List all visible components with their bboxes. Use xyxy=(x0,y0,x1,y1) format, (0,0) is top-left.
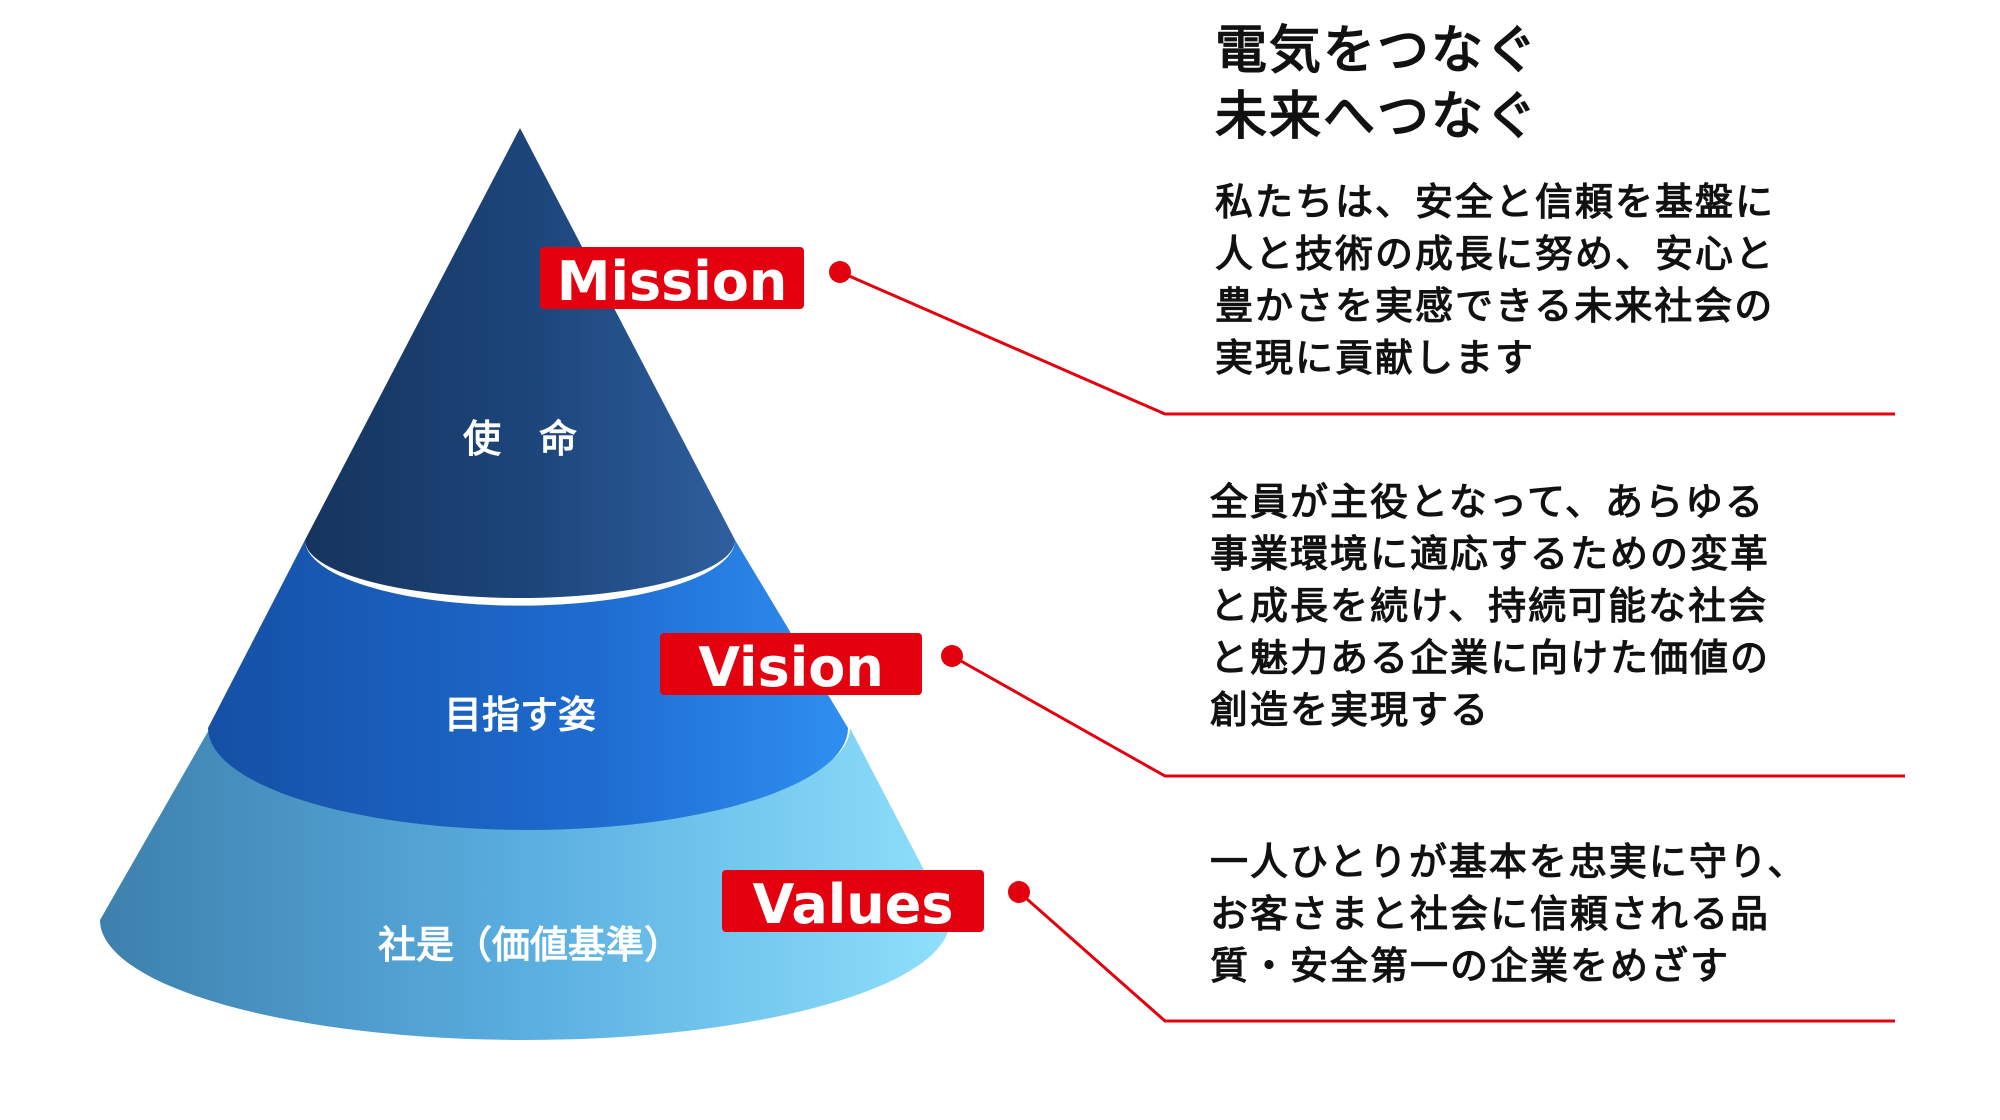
mission-layer xyxy=(305,128,735,598)
statement-line: 一人ひとりが基本を忠実に守り、 xyxy=(1210,840,1808,884)
statement-line: 豊かさを実感できる未来社会の xyxy=(1215,284,1775,328)
values-tag: Values xyxy=(722,870,984,936)
mission-statement: 私たちは、安全と信頼を基盤に 人と技術の成長に努め、安心と 豊かさを実感できる未… xyxy=(1215,176,1775,384)
vision-layer xyxy=(208,540,848,830)
mission-tag: Mission xyxy=(540,247,804,313)
statement-line: と魅力ある企業に向けた価値の xyxy=(1210,636,1771,680)
mission-connector-dot xyxy=(829,261,851,283)
statement-line: 私たちは、安全と信頼を基盤に xyxy=(1215,180,1776,224)
vision-tag: Vision xyxy=(660,633,922,699)
mission-layer-label: 使 命 xyxy=(463,417,577,461)
slogan: 電気をつなぐ 未来へつなぐ xyxy=(1215,18,1539,150)
values-layer-label: 社是（価値基準） xyxy=(378,923,682,967)
statement-line: 事業環境に適応するための変革 xyxy=(1210,532,1771,576)
slogan-line: 未来へつなぐ xyxy=(1215,87,1540,147)
vision-tag-label: Vision xyxy=(698,636,884,699)
values-statement: 一人ひとりが基本を忠実に守り、 お客さまと社会に信頼される品 質・安全第一の企業… xyxy=(1210,836,1807,992)
values-tag-label: Values xyxy=(753,873,954,936)
statement-line: と成長を続け、持続可能な社会 xyxy=(1210,584,1769,628)
vision-connector-dot xyxy=(941,645,963,667)
mission-tag-label: Mission xyxy=(557,250,788,313)
vision-statement: 全員が主役となって、あらゆる 事業環境に適応するための変革 と成長を続け、持続可… xyxy=(1210,476,1770,736)
statement-line: 全員が主役となって、あらゆる xyxy=(1210,480,1766,524)
slogan-line: 電気をつなぐ xyxy=(1215,21,1540,81)
vision-layer-label: 目指す姿 xyxy=(444,693,596,737)
values-connector-line xyxy=(1018,890,1895,1023)
statement-line: 質・安全第一の企業をめざす xyxy=(1210,944,1731,988)
values-layer xyxy=(100,728,950,1040)
statement-line: 人と技術の成長に努め、安心と xyxy=(1215,232,1776,276)
statement-line: お客さまと社会に信頼される品 xyxy=(1210,892,1771,936)
vision-connector-line xyxy=(951,654,1905,778)
mission-connector-line xyxy=(839,270,1895,416)
statement-line: 創造を実現する xyxy=(1210,688,1491,732)
values-connector-dot xyxy=(1008,881,1030,903)
statement-line: 実現に貢献します xyxy=(1215,336,1536,380)
